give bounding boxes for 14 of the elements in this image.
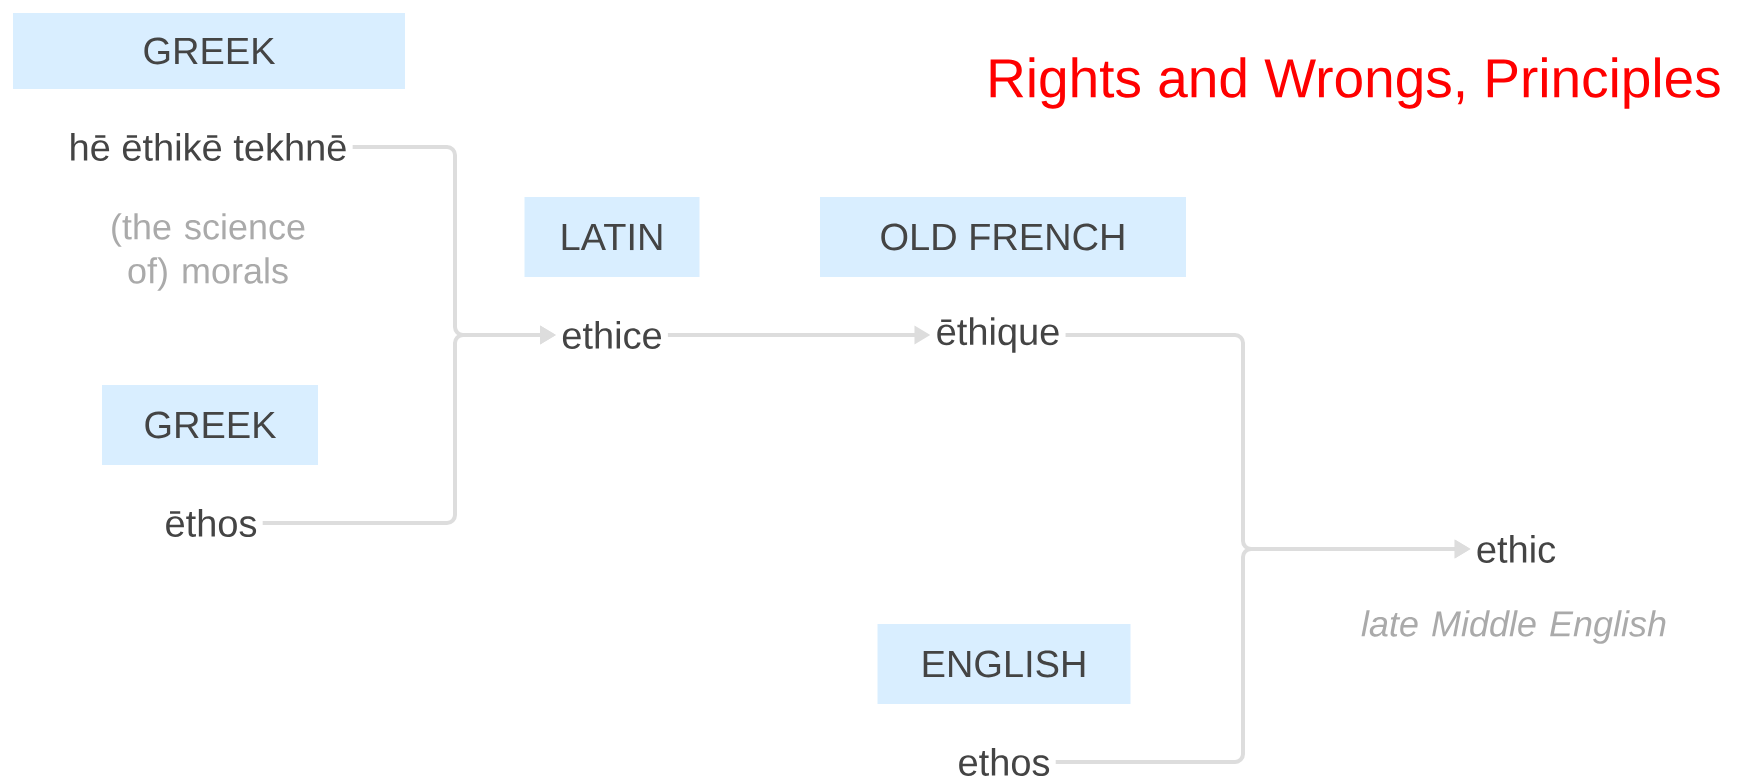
word: ethice (562, 321, 661, 349)
word: ēthique (937, 317, 1059, 353)
title: Rights and Wrongs, Principles (990, 57, 1720, 109)
word: ethic (1477, 535, 1556, 563)
language-tag: GREEK (13, 13, 405, 89)
word: hē ēthikē tekhnē (71, 133, 346, 161)
language-tag: OLD FRENCH (820, 197, 1186, 277)
language-tag: ENGLISH (877, 624, 1131, 704)
gloss: (the science of) morals (112, 213, 305, 291)
word: ethos (959, 748, 1050, 776)
language-note: late Middle English (1361, 610, 1666, 644)
language-tag: GREEK (102, 385, 318, 465)
language-tag: LATIN (524, 197, 700, 277)
word: ēthos (166, 509, 257, 537)
